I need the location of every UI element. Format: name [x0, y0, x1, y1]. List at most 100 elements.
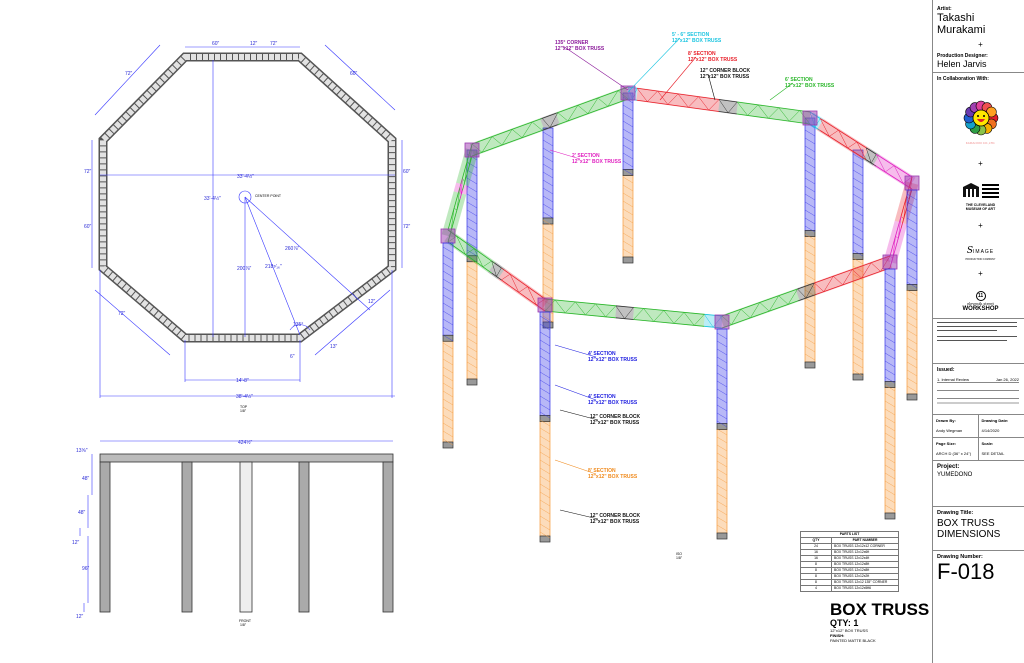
dim-r2: 218⁵⁄₁₆" — [265, 264, 282, 270]
truss-section — [544, 298, 617, 319]
callout-line2: 12"x12" BOX TRUSS — [555, 46, 605, 52]
drawing-number-label: Drawing Number: — [937, 554, 983, 560]
truss-section — [862, 147, 880, 167]
front-dim-e: 12" — [76, 614, 84, 620]
drawing-number: F-018 — [937, 559, 995, 584]
front-dimension-lines — [79, 440, 393, 612]
callout-line2: 12"x12" BOX TRUSS — [672, 38, 722, 44]
corner-135 — [440, 228, 456, 244]
museum-logo-icon — [962, 183, 999, 198]
truss-section — [816, 118, 870, 161]
base-block — [906, 393, 918, 401]
corner-block — [906, 284, 918, 291]
callout-line1: 5' - 6" SECTION — [672, 32, 710, 38]
truss-section — [487, 260, 506, 281]
corner-block — [442, 334, 454, 342]
callout-line1: 12" CORNER BLOCK — [590, 414, 641, 420]
truss-post — [852, 149, 864, 381]
split-image-text: IMAGE — [973, 249, 995, 255]
front-dim-d: 96" — [82, 566, 90, 572]
callout-line2: 12"x12" BOX TRUSS — [688, 57, 738, 63]
corner-135 — [802, 110, 818, 126]
drawn-by: Andy Wegman — [936, 428, 963, 433]
plus-1: + — [978, 40, 983, 49]
eleventh-street-logo: 11 eleventh street WORKSHOP — [937, 284, 1024, 312]
truss-post — [466, 149, 478, 386]
base-block — [539, 535, 551, 543]
corner-block — [539, 415, 551, 422]
front-view-label: FRONT — [239, 619, 252, 623]
front-view: 424½" 13⅝" 48" 48" 12" 96" 12" FRONT 1/8… — [72, 439, 394, 627]
callout-line1: 4' SECTION — [588, 394, 616, 400]
callout-line1: 8' SECTION — [588, 468, 616, 474]
truss-post — [716, 328, 728, 540]
dim-bottom-span: 14'-8" — [236, 378, 249, 384]
page-size-label: Page Size: — [936, 441, 957, 446]
eleventh-text-2: WORKSHOP — [962, 306, 999, 312]
designer-label: Production Designer: — [937, 53, 988, 59]
box-qty: QTY: 1 — [830, 618, 859, 628]
scale: SEE DETAIL — [981, 451, 1005, 456]
callout-line2: 12"x12" BOX TRUSS — [590, 519, 640, 525]
issued-label: Issued: — [937, 367, 955, 373]
scale-label: Scale: — [981, 441, 994, 446]
callout-line2: 12"x12" BOX TRUSS — [588, 400, 638, 406]
base-block — [852, 373, 864, 381]
base-block — [716, 532, 728, 540]
part-qty: 4 — [800, 585, 832, 592]
plus-3: + — [978, 221, 983, 230]
drawn-by-label: Drawn By: — [936, 418, 956, 423]
callout-line2: 12"x12" BOX TRUSS — [785, 83, 835, 89]
base-block — [442, 441, 454, 449]
dim-width: 33'-4½" — [237, 173, 254, 180]
corner-135 — [464, 142, 480, 158]
callout-line1: 12" CORNER BLOCK — [700, 68, 751, 74]
truss-section — [736, 101, 811, 125]
legal-notice — [937, 322, 1024, 341]
cleveland-text-2: MUSEUM OF ART — [965, 207, 996, 211]
truss-section — [719, 288, 800, 329]
corner-block — [852, 253, 864, 260]
callout-line2: 12"x12" BOX TRUSS — [572, 159, 622, 165]
truss-section — [615, 305, 635, 320]
truss-section — [636, 87, 720, 112]
truss-post — [622, 92, 634, 264]
iso-view-scale: 1/8" — [676, 556, 683, 560]
callout-line2: 12"x12" BOX TRUSS — [590, 420, 640, 426]
box-title: BOX TRUSS — [830, 600, 930, 619]
truss-post — [804, 117, 816, 369]
split-image-sub: PRODUCTION COMPANY — [965, 258, 996, 261]
callout-line1: 4' SECTION — [588, 351, 616, 357]
plus-2: + — [978, 159, 983, 168]
iso-view — [440, 85, 920, 543]
corner-block — [716, 423, 728, 430]
dim-top-12: 12" — [250, 41, 258, 47]
eleven-badge-icon: 11 — [975, 291, 986, 301]
front-dim-c: 12" — [72, 540, 80, 546]
truss-section — [812, 255, 893, 296]
callout-line2: 12"x12" BOX TRUSS — [588, 474, 638, 480]
truss-section — [453, 178, 469, 200]
box-finish-label: FINISH: — [830, 633, 845, 638]
callout-line1: 12" CORNER BLOCK — [590, 513, 641, 519]
center-point-label: CENTER POINT — [255, 194, 282, 198]
dim-depth: 33'-4½" — [204, 195, 221, 202]
front-view-scale: 1/8" — [240, 623, 247, 627]
kaikai-text: KAIKAI KIKI CO.,LTD. — [965, 141, 996, 145]
box-finish: PAINTED MATTE BLACK — [830, 638, 876, 643]
callout-line2: 12"x12" BOX TRUSS — [700, 74, 750, 80]
project-label: Project: — [937, 464, 960, 470]
plan-view-label: TOP — [240, 405, 248, 409]
dim-top-72: 72" — [270, 41, 278, 47]
dim-right-60: 60" — [403, 169, 411, 175]
plan-dimension-lines — [91, 44, 403, 398]
callout-line1: 2' SECTION — [572, 153, 600, 159]
